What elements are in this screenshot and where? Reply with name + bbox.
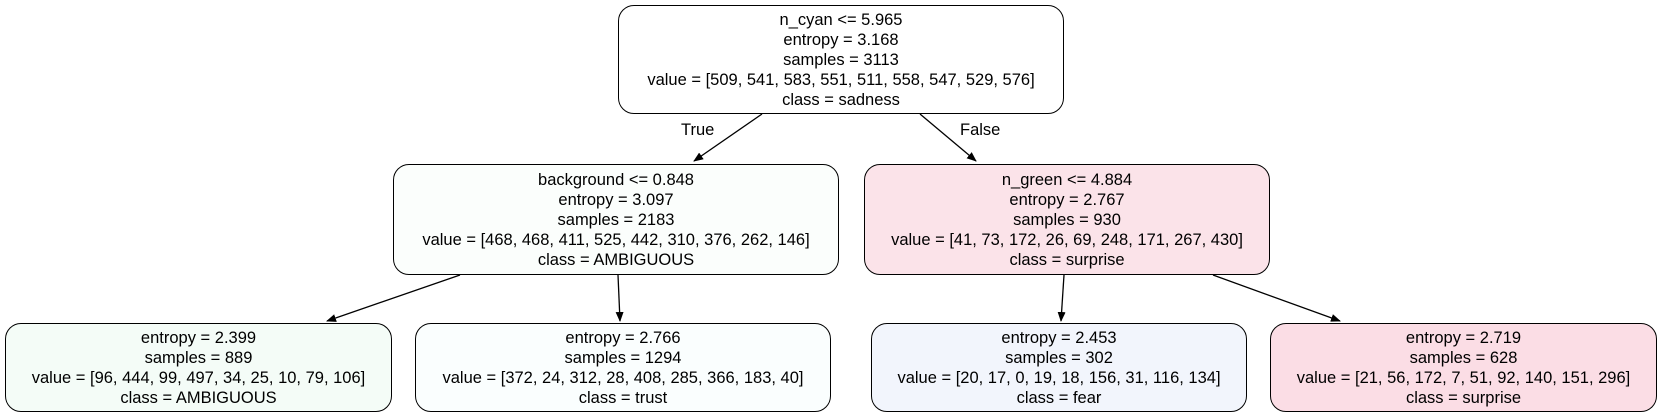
node-entropy: entropy = 2.767 (1009, 190, 1125, 209)
tree-leaf-4: entropy = 2.719 samples = 628 value = [2… (1270, 323, 1657, 412)
edge-right-to-leaf4 (1212, 274, 1341, 322)
node-value: value = [20, 17, 0, 19, 18, 156, 31, 116… (897, 368, 1221, 387)
node-entropy: entropy = 2.453 (1001, 328, 1117, 347)
edge-right-to-leaf3 (1057, 274, 1066, 322)
node-samples: samples = 930 (1013, 210, 1121, 229)
edge-root-to-right (919, 113, 977, 162)
node-samples: samples = 889 (144, 348, 253, 367)
node-entropy: entropy = 3.097 (558, 190, 674, 209)
node-split-rule: n_cyan <= 5.965 (779, 10, 903, 29)
tree-node-root: n_cyan <= 5.965 entropy = 3.168 samples … (618, 5, 1064, 114)
node-samples: samples = 3113 (783, 50, 899, 69)
node-entropy: entropy = 3.168 (783, 30, 899, 49)
node-entropy: entropy = 2.399 (140, 328, 257, 347)
node-value: value = [509, 541, 583, 551, 511, 558, 5… (647, 70, 1035, 89)
tree-leaf-1: entropy = 2.399 samples = 889 value = [9… (5, 323, 392, 412)
node-class: class = fear (1016, 388, 1102, 407)
edge-label-true: True (681, 121, 715, 139)
node-class: class = sadness (782, 90, 900, 109)
node-class: class = surprise (1405, 388, 1522, 407)
tree-leaf-3: entropy = 2.453 samples = 302 value = [2… (871, 323, 1247, 412)
node-split-rule: background <= 0.848 (538, 170, 694, 189)
node-value: value = [372, 24, 312, 28, 408, 285, 366… (442, 368, 804, 387)
node-samples: samples = 1294 (564, 348, 682, 367)
node-split-rule: n_green <= 4.884 (1001, 170, 1133, 189)
tree-leaf-2: entropy = 2.766 samples = 1294 value = [… (415, 323, 831, 412)
node-entropy: entropy = 2.766 (565, 328, 681, 347)
node-value: value = [21, 56, 172, 7, 51, 92, 140, 15… (1296, 368, 1631, 387)
node-samples: samples = 2183 (557, 210, 675, 229)
node-value: value = [41, 73, 172, 26, 69, 248, 171, … (891, 230, 1243, 249)
node-class: class = AMBIGUOUS (537, 250, 695, 269)
node-value: value = [96, 444, 99, 497, 34, 25, 10, 7… (31, 368, 366, 387)
edge-label-false: False (960, 121, 1001, 139)
node-class: class = AMBIGUOUS (120, 388, 277, 407)
node-value: value = [468, 468, 411, 525, 442, 310, 3… (422, 230, 810, 249)
node-samples: samples = 628 (1409, 348, 1518, 367)
edge-root-to-left (693, 113, 763, 162)
node-entropy: entropy = 2.719 (1405, 328, 1522, 347)
edge-left-to-leaf1 (326, 274, 461, 322)
edge-left-to-leaf2 (615, 274, 624, 322)
node-class: class = trust (578, 388, 668, 407)
tree-node-left: background <= 0.848 entropy = 3.097 samp… (393, 164, 839, 275)
node-samples: samples = 302 (1005, 348, 1113, 367)
node-class: class = surprise (1009, 250, 1125, 269)
tree-node-right: n_green <= 4.884 entropy = 2.767 samples… (864, 164, 1270, 275)
